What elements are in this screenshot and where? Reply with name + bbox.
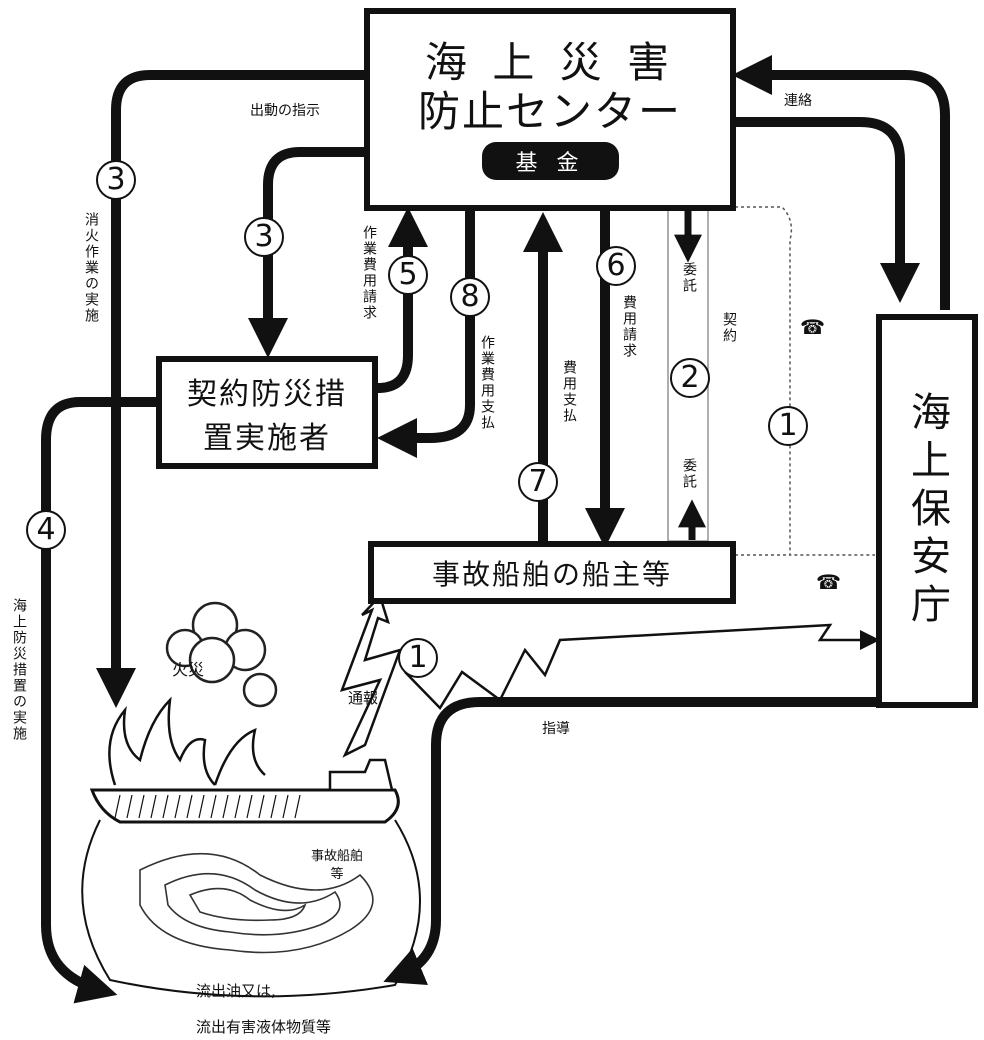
ship-hull [89,788,400,824]
coast-guard-box: 海上保安庁 [876,314,978,708]
lightning-to-shipowner [339,593,403,758]
fund-badge: 基 金 [481,141,619,180]
fire-flames [108,696,266,786]
phone-route [735,206,875,556]
label-guidance: 指導 [542,721,570,737]
arrow-guidance [383,697,880,985]
contractor-box: 契約防災措 置実施者 [156,356,378,469]
label-dispatch-instruction: 出動の指示 [250,103,320,119]
label-work-cost-claim: 作業費用請求 [361,225,377,321]
label-cost-payment: 費用支払 [561,360,577,424]
arrow-5 [377,207,428,393]
label-spill-line2: 流出有害液体物質等 [196,1018,332,1036]
arrow-3-inner [248,147,366,358]
fire-smoke [165,601,278,708]
label-entrust-top: 委託 [681,262,697,294]
step-7: 7 [518,462,558,502]
label-cost-claim: 費用請求 [621,295,637,359]
step-5: 5 [388,255,428,295]
label-disaster-prevention: 海上防災措置の実施 [11,598,27,742]
step-2: 2 [670,358,710,398]
telephone-icon: ☎ [816,570,841,594]
label-accident-ship: 事故船舶等 [310,849,363,883]
ship-bridge [328,758,394,792]
step-1-phone: 1 [768,406,808,446]
contractor-line2: 置実施者 [203,420,331,456]
contractor-line1: 契約防災措 [187,376,347,412]
sea-basin [81,819,421,998]
arrow-3-outer [96,70,366,708]
arrow-8 [377,210,475,458]
coast-guard-name: 海上保安庁 [904,391,950,631]
center-title-line2: 防止センター [417,86,682,136]
label-report: 通報 [348,689,379,707]
arrow-4 [41,397,158,1004]
ship-hatching [114,794,301,819]
disaster-prevention-center-box: 海 上 災 害 防止センター 基 金 [364,8,736,211]
step-4: 4 [26,510,66,550]
telephone-icon: ☎ [800,315,825,339]
oil-spill [139,852,374,954]
shipowner-name: 事故船舶の船主等 [431,557,672,591]
label-spill-line1: 流出油又は, [196,982,276,1000]
label-contract: 契約 [721,312,737,344]
step-6: 6 [596,246,636,286]
step-1-report: 1 [398,638,438,678]
label-fire: 火災 [172,660,205,679]
arrow-coastguard-to-center [732,55,950,310]
step-8: 8 [450,277,490,317]
label-work-cost-payment: 作業費用支払 [479,335,495,431]
arrow-center-to-coastguard [735,117,920,303]
lightning-to-coastguard [404,623,880,711]
center-title-line1: 海 上 災 害 [424,38,676,88]
step-3-outer: 3 [96,160,136,200]
step-3-inner: 3 [244,217,284,257]
label-entrust-bottom: 委託 [681,458,697,490]
shipowner-box: 事故船舶の船主等 [368,541,736,604]
label-liaison: 連絡 [784,93,812,109]
label-firefighting: 消火作業の実施 [83,212,99,324]
